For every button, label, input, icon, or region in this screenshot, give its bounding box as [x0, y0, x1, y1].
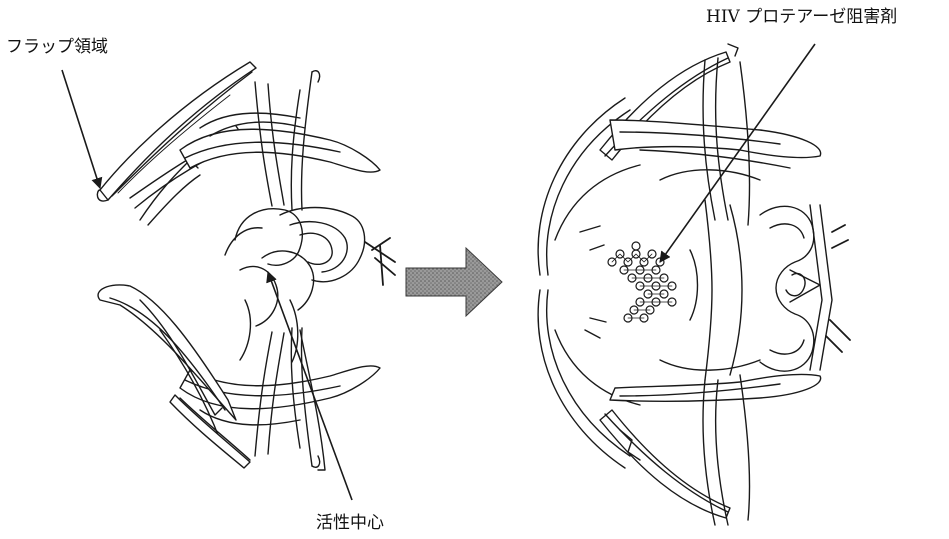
- flap-region-label: フラップ領域: [6, 39, 108, 56]
- lower-beta-sheet: [180, 328, 380, 467]
- flap-pointer-arrow: [62, 70, 100, 188]
- active-site-label: 活性中心: [316, 515, 384, 532]
- inhibitor-label: HIV プロテアーゼ阻害剤: [706, 9, 897, 26]
- active-site-loops: [225, 208, 395, 363]
- upper-ribbons: [600, 44, 821, 225]
- transition-arrow: [406, 248, 502, 316]
- lower-flap-ribbon: [98, 285, 325, 470]
- lower-ribbons: [600, 360, 821, 525]
- dimer-interface: [690, 200, 850, 380]
- outer-arcs: [538, 98, 640, 468]
- protease-structure-apo: [97, 62, 395, 470]
- protease-structure-bound: [538, 44, 850, 525]
